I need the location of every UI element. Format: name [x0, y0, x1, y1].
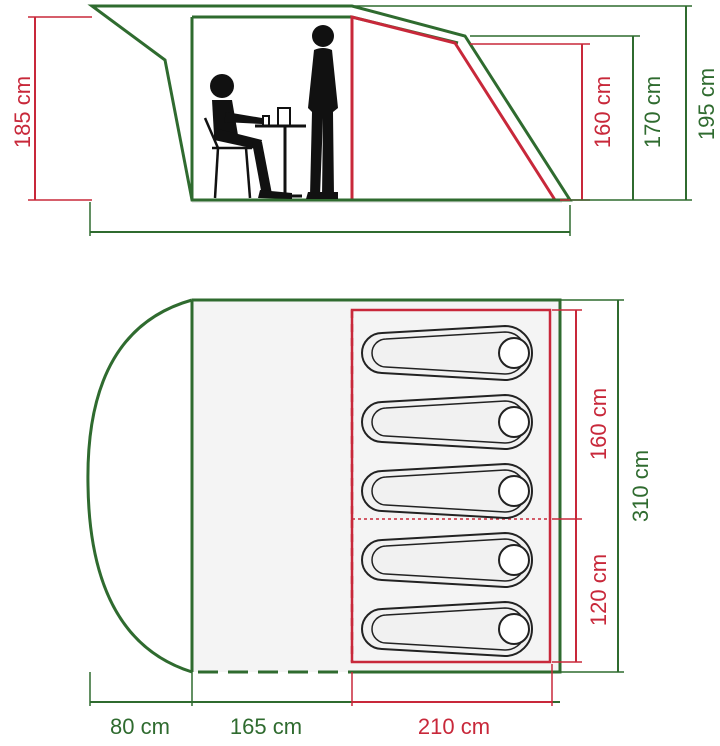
- label-185cm: 185 cm: [10, 76, 35, 148]
- side-width-dim: [89, 202, 571, 236]
- standing-person-icon: [306, 25, 338, 199]
- bottom-width-dims: [89, 664, 560, 706]
- label-195cm: 195 cm: [694, 68, 719, 140]
- floor-plan: 160 cm 120 cm 310 cm 80 cm 165 cm 210 cm: [86, 298, 653, 739]
- sleeping-bag-3: [361, 462, 533, 520]
- dim-185: [28, 16, 92, 201]
- living-outline: [192, 298, 562, 674]
- label-120cm: 120 cm: [586, 554, 611, 626]
- label-170cm: 170 cm: [640, 76, 665, 148]
- sleeping-bag-5: [361, 600, 533, 658]
- sleeping-bags: [361, 324, 533, 658]
- table-icon: [255, 107, 306, 198]
- sleeping-bag-1: [361, 324, 533, 382]
- dim-195: [355, 5, 692, 201]
- dim-170: [470, 35, 640, 201]
- label-160cm-side: 160 cm: [590, 76, 615, 148]
- sleeping-bag-2: [361, 393, 533, 451]
- side-view: 185 cm 160 cm 170 cm 195 cm: [10, 4, 719, 236]
- sleeping-bag-4: [361, 531, 533, 589]
- dim-120: [552, 519, 582, 663]
- seated-person-icon: [210, 74, 292, 199]
- label-310cm: 310 cm: [628, 450, 653, 522]
- side-bedroom-outline: [350, 15, 557, 201]
- porch-outline: [86, 298, 193, 674]
- dim-310: [560, 299, 624, 673]
- dim-160-side: [470, 43, 590, 201]
- chair-icon: [203, 117, 252, 199]
- label-80cm: 80 cm: [110, 714, 170, 739]
- label-160cm-plan: 160 cm: [586, 388, 611, 460]
- label-210cm: 210 cm: [418, 714, 490, 739]
- label-165cm: 165 cm: [230, 714, 302, 739]
